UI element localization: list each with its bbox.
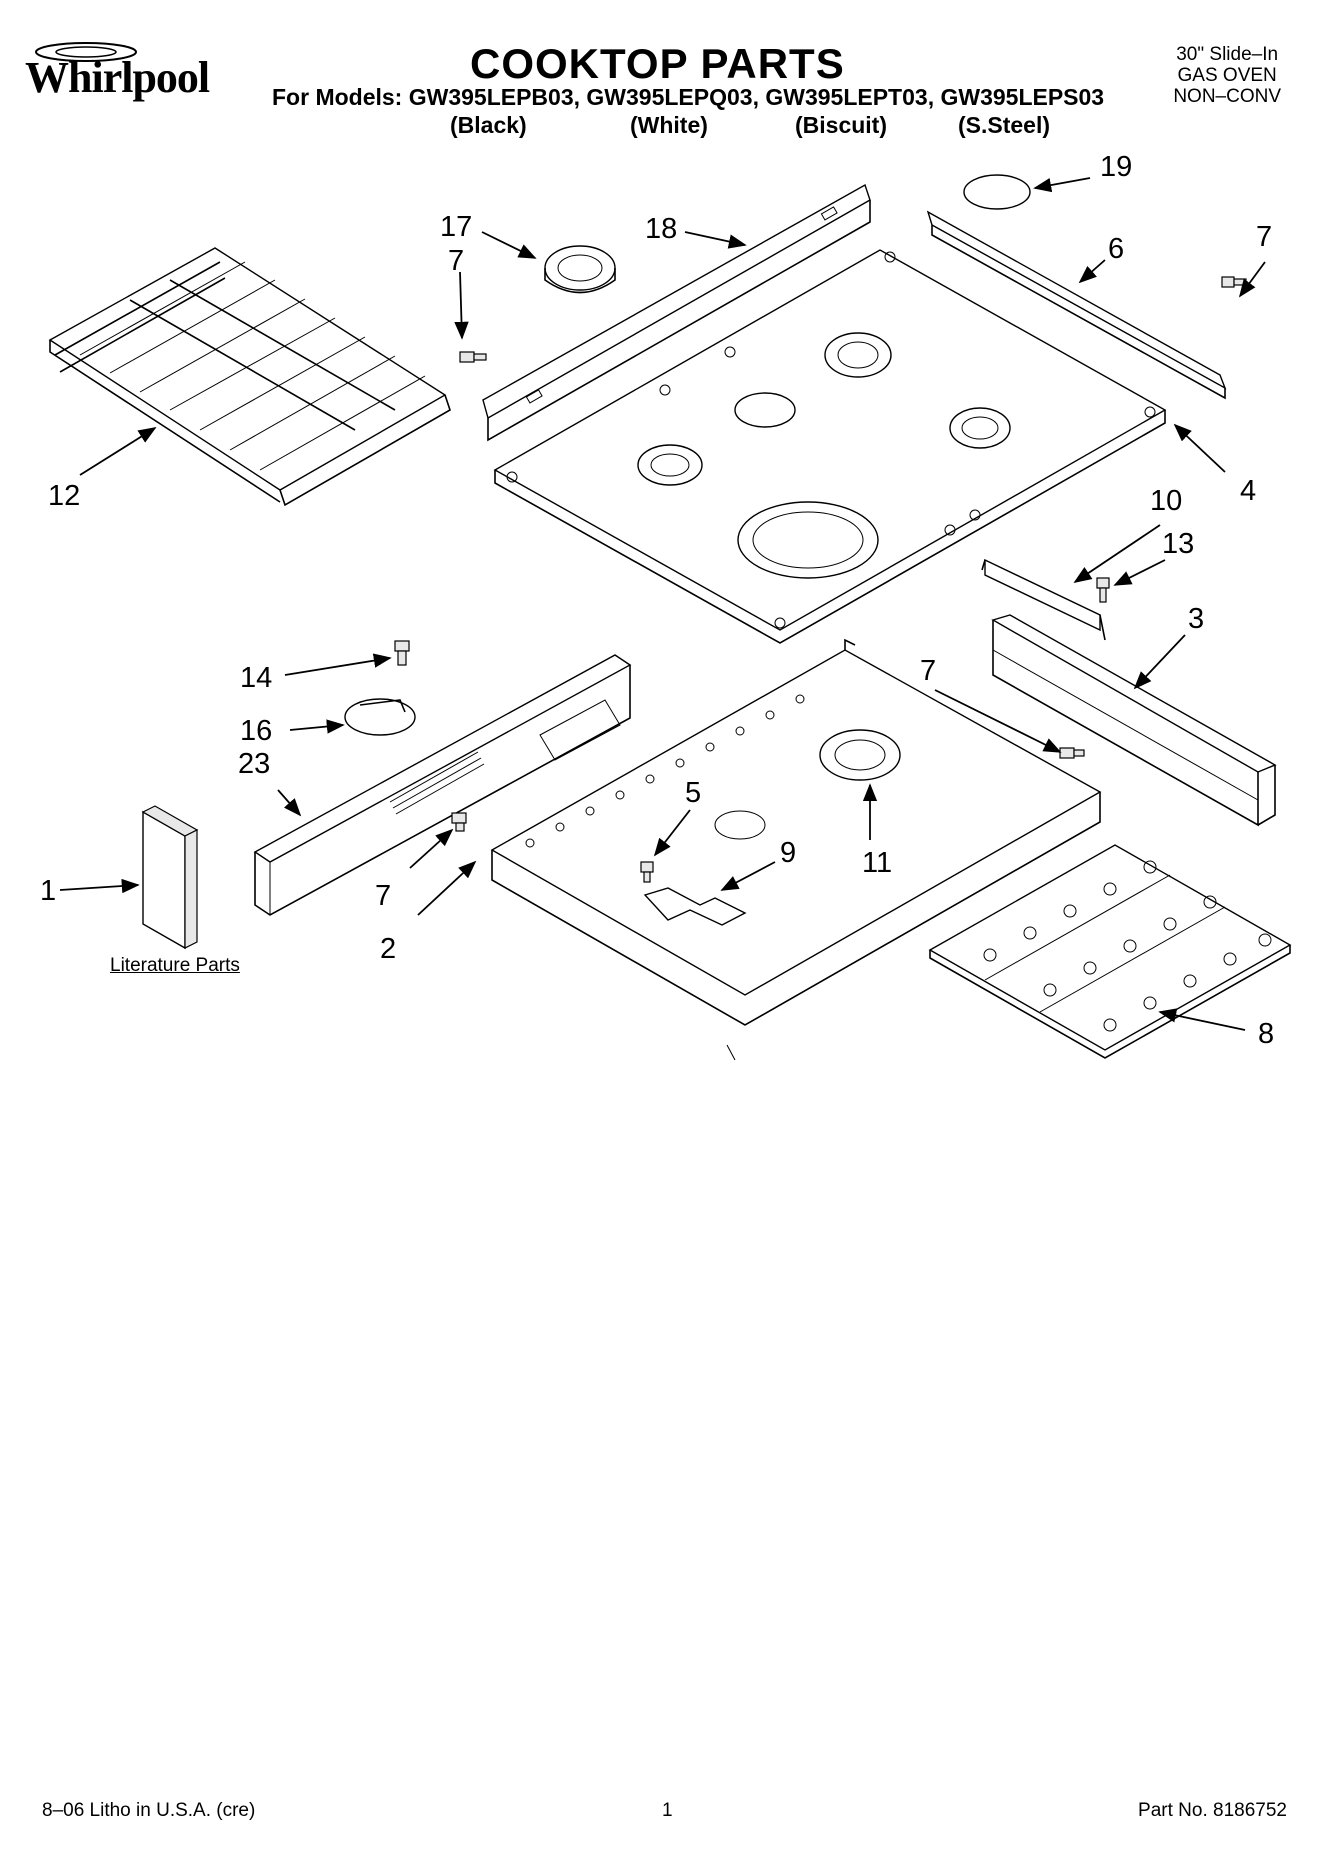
part-7-screw-c: [451, 812, 467, 832]
part-13-screw: [1096, 577, 1110, 603]
part-9-bracket: [643, 887, 747, 926]
color-black: (Black): [450, 112, 527, 138]
part-7-screw-d: [1059, 747, 1085, 759]
callout-13: 13: [1162, 528, 1194, 560]
burner-left-icon: [637, 444, 703, 486]
appliance-type-line-1: 30" Slide–In: [1176, 44, 1279, 65]
color-biscuit: (Biscuit): [795, 112, 887, 138]
appliance-type: 30" Slide–In GAS OVEN NON–CONV: [1173, 44, 1281, 107]
part-7-screw-b: [1221, 276, 1247, 288]
callout-10: 10: [1150, 485, 1182, 517]
exploded-parts-diagram: 19 17 7 18 6 7 12 4 10 13 14 3 16 7 23 5…: [40, 151, 1292, 1061]
burner-rear-center-icon: [734, 392, 796, 428]
part-1-literature: [141, 805, 199, 950]
brand-name: Whirlpool: [25, 53, 210, 102]
callout-19: 19: [1100, 151, 1132, 183]
callout-7-a: 7: [448, 245, 464, 277]
logo-swoosh-icon: [35, 42, 137, 62]
callout-6: 6: [1108, 233, 1124, 265]
callout-9: 9: [780, 837, 796, 869]
appliance-type-line-3: NON–CONV: [1173, 86, 1281, 107]
part-23-front-panel: [253, 654, 632, 916]
part-3-side-rail: [991, 614, 1277, 827]
page-title: COOKTOP PARTS: [470, 40, 845, 87]
callout-numbers: 19 17 7 18 6 7 12 4 10 13 14 3 16 7 23 5…: [40, 151, 1274, 1050]
burner-rear-right-icon: [824, 332, 892, 378]
burner-right-icon: [949, 407, 1011, 449]
part-19-burner-cap: [963, 174, 1031, 210]
callout-3: 3: [1188, 603, 1204, 635]
part-18-rail: [482, 183, 871, 442]
callout-7-b: 7: [1256, 221, 1272, 253]
appliance-type-line-2: GAS OVEN: [1177, 65, 1277, 86]
part-12-grate: [48, 247, 451, 507]
callout-18: 18: [645, 213, 677, 245]
part-2-base-pan: [490, 638, 1102, 1026]
leader-arrows: [59, 177, 1266, 1061]
part-5-screw: [640, 861, 654, 883]
literature-parts-label: Literature Parts: [110, 955, 240, 976]
callout-4: 4: [1240, 475, 1256, 507]
part-7-screw-a: [459, 351, 487, 363]
callout-17: 17: [440, 211, 472, 243]
color-white: (White): [630, 112, 708, 138]
part-4-cooktop: [493, 249, 1167, 644]
callout-11: 11: [862, 847, 892, 879]
callout-7-d: 7: [375, 880, 391, 912]
callout-23: 23: [238, 748, 270, 780]
callout-7-c: 7: [920, 655, 936, 687]
part-8-heat-shield: [928, 844, 1292, 1059]
callout-1: 1: [40, 875, 56, 907]
callout-5: 5: [685, 777, 701, 809]
footer-page-number: 1: [662, 1800, 673, 1821]
color-steel: (S.Steel): [958, 112, 1051, 138]
part-6-rear-trim: [926, 210, 1227, 400]
part-14-screw: [394, 640, 410, 666]
burner-front-large-icon: [737, 501, 879, 579]
part-10-bracket: [981, 558, 1106, 641]
callout-2: 2: [380, 933, 396, 965]
footer-part-number: Part No. 8186752: [1138, 1800, 1287, 1821]
callout-16: 16: [240, 715, 272, 747]
callout-12: 12: [48, 480, 80, 512]
footer-litho: 8–06 Litho in U.S.A. (cre): [42, 1800, 256, 1821]
part-16-igniter-module: [344, 698, 416, 736]
callout-14: 14: [240, 662, 272, 694]
models-line: For Models: GW395LEPB03, GW395LEPQ03, GW…: [272, 84, 1105, 110]
part-17-burner-base: [544, 245, 616, 294]
part-11-burner-icon: [819, 729, 901, 781]
whirlpool-logo: Whirlpool: [25, 42, 210, 103]
callout-8: 8: [1258, 1018, 1274, 1050]
